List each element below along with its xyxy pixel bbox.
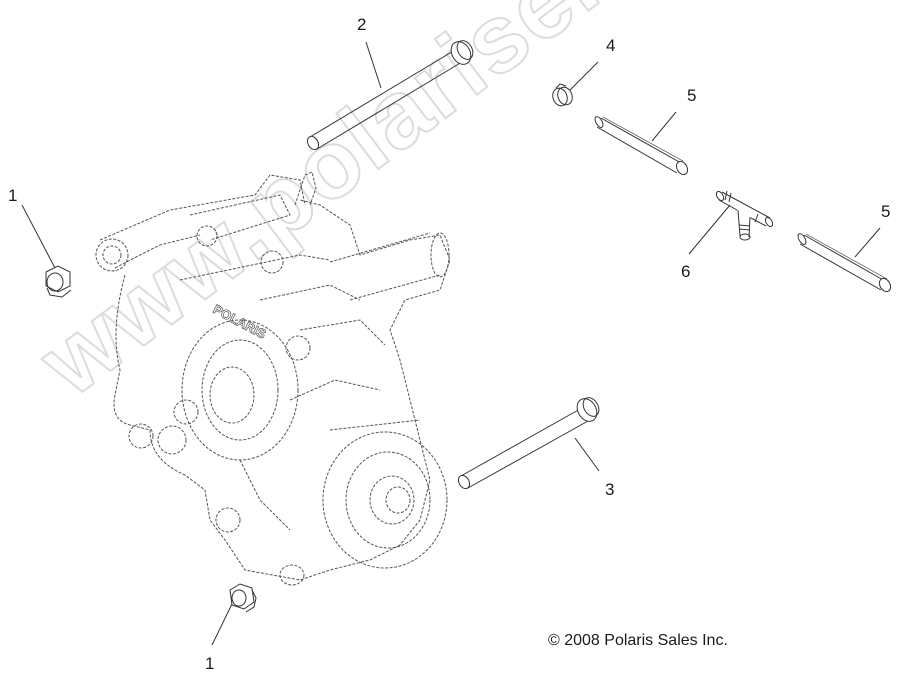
housing-logo: POLARIS [211,301,269,342]
gearcase-housing [95,171,451,586]
flange-nut-top [45,265,72,298]
callout-6: 6 [681,262,691,281]
hose-top [594,116,689,176]
callout-1-top: 1 [8,186,18,205]
callout-2: 2 [357,15,367,34]
callout-1-bottom: 1 [205,654,215,673]
callout-4: 4 [606,36,616,55]
callout-5-right: 5 [881,202,891,221]
bolt-top [306,40,474,151]
leader-lines [21,41,881,646]
callout-3: 3 [605,480,615,499]
flange-nut-bottom [229,583,257,613]
hose-right [797,233,892,293]
tee-fitting [715,190,774,241]
hose-clamp [552,83,573,107]
copyright-notice: © 2008 Polaris Sales Inc. [548,632,728,649]
callout-5-top: 5 [687,86,697,105]
bolt-bottom [457,397,600,490]
